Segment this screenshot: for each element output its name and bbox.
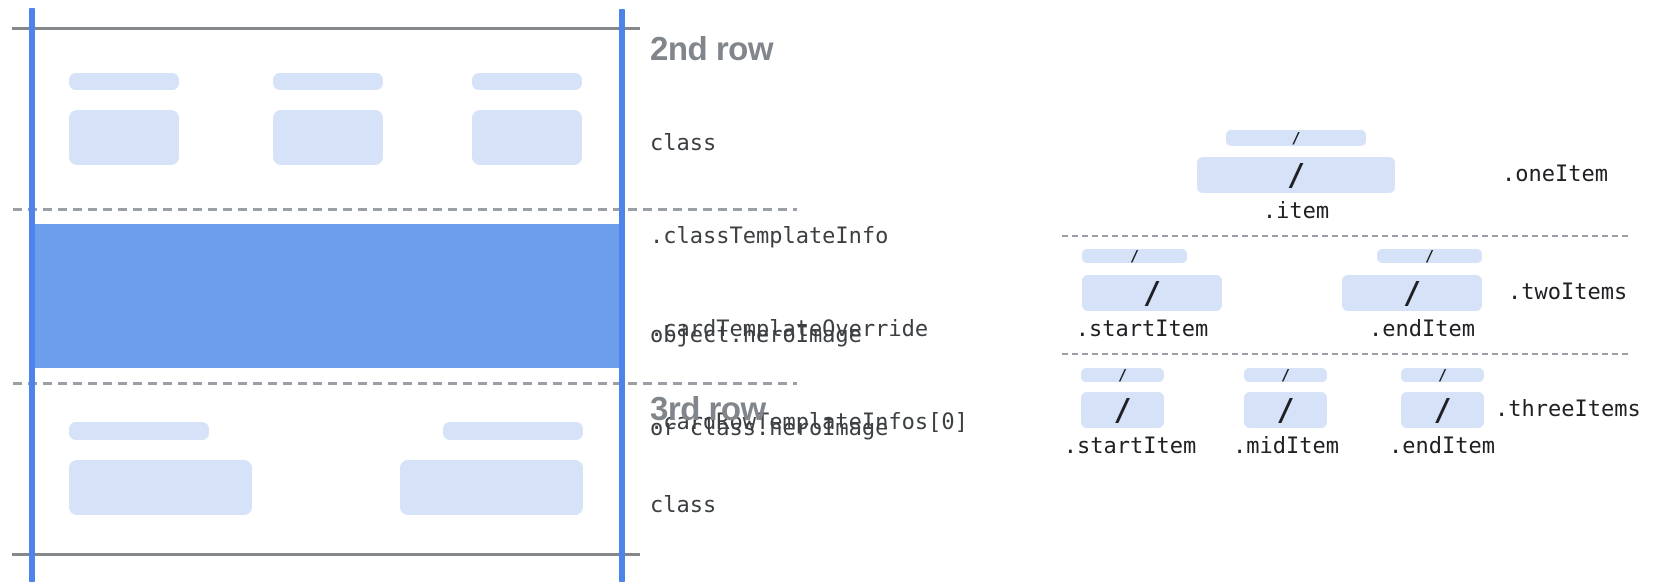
row3-code-block: class .classTemplateInfo .cardTemplateOv…	[650, 428, 968, 584]
row2-bottom-dashed-rule	[13, 208, 797, 211]
hero-bottom-dashed-rule	[13, 382, 797, 385]
row2-col3-label-placeholder	[472, 73, 582, 90]
slash-glyph: /	[1433, 392, 1452, 428]
row3-col2-value-placeholder	[400, 460, 583, 515]
row3-col1-label-placeholder	[69, 422, 209, 440]
slash-glyph: /	[1402, 275, 1422, 311]
slash-glyph: /	[1424, 247, 1435, 265]
row2-heading: 2nd row	[650, 30, 774, 67]
two-items-start-value-bar: /	[1082, 275, 1222, 311]
three-items-mid-label: .midItem	[1233, 434, 1339, 459]
card-left-guide-line	[29, 8, 35, 582]
row3-col2-label-placeholder	[443, 422, 583, 440]
row2-code-block: class .classTemplateInfo .cardTemplateOv…	[650, 66, 968, 500]
row2-col1-value-placeholder	[69, 110, 179, 165]
two-items-end-label: .endItem	[1369, 317, 1475, 342]
slash-glyph: /	[1280, 366, 1291, 384]
slash-glyph: /	[1276, 392, 1295, 428]
one-item-item-label: .item	[1262, 199, 1330, 224]
code-line: .classTemplateInfo	[650, 224, 889, 249]
one-two-dashed-rule	[1062, 235, 1630, 237]
three-items-start-label: .startItem	[1063, 434, 1197, 459]
slash-glyph: /	[1117, 366, 1128, 384]
two-items-start-label-bar: /	[1082, 247, 1187, 265]
row2-col3-value-placeholder	[472, 110, 582, 165]
three-items-end-label: .endItem	[1389, 434, 1495, 459]
three-items-layout-label: .threeItems	[1495, 397, 1641, 422]
code-line: class	[650, 493, 717, 518]
code-line: or class.heroImage	[650, 416, 889, 441]
slash-glyph: /	[1129, 247, 1140, 265]
three-items-end-value-bar: /	[1401, 392, 1484, 428]
row2-col1-label-placeholder	[69, 73, 179, 90]
code-line: .cardRowTemplateInfos[0]	[650, 410, 968, 435]
slash-glyph: /	[1291, 129, 1301, 147]
three-items-mid-label-bar: /	[1244, 366, 1327, 384]
two-items-end-value-bar: /	[1342, 275, 1482, 311]
one-item-value-bar: /	[1197, 157, 1395, 193]
slash-glyph: /	[1437, 366, 1448, 384]
three-items-end-label-bar: /	[1401, 366, 1484, 384]
code-line: .cardTemplateOverride	[650, 317, 929, 342]
one-item-label-bar: /	[1226, 129, 1366, 147]
slash-glyph: /	[1113, 392, 1132, 428]
code-line: object.heroImage	[650, 323, 862, 348]
hero-code-block: object.heroImage or class.heroImage	[650, 258, 888, 506]
row2-col2-label-placeholder	[273, 73, 383, 90]
card-bottom-rule	[12, 553, 640, 556]
two-three-dashed-rule	[1062, 353, 1630, 355]
slash-glyph: /	[1142, 275, 1162, 311]
hero-image-band	[35, 224, 619, 368]
row3-heading: 3rd row	[650, 390, 766, 427]
three-items-mid-value-bar: /	[1244, 392, 1327, 428]
two-items-start-label: .startItem	[1075, 317, 1209, 342]
code-line: class	[650, 131, 717, 156]
slash-glyph: /	[1286, 157, 1306, 193]
card-top-rule	[12, 27, 640, 30]
two-items-end-label-bar: /	[1377, 247, 1482, 265]
three-items-start-label-bar: /	[1081, 366, 1164, 384]
card-right-guide-line	[619, 9, 625, 582]
two-items-layout-label: .twoItems	[1508, 280, 1628, 305]
one-item-layout-label: .oneItem	[1502, 162, 1608, 187]
three-items-start-value-bar: /	[1081, 392, 1164, 428]
row2-col2-value-placeholder	[273, 110, 383, 165]
row3-col1-value-placeholder	[69, 460, 252, 515]
